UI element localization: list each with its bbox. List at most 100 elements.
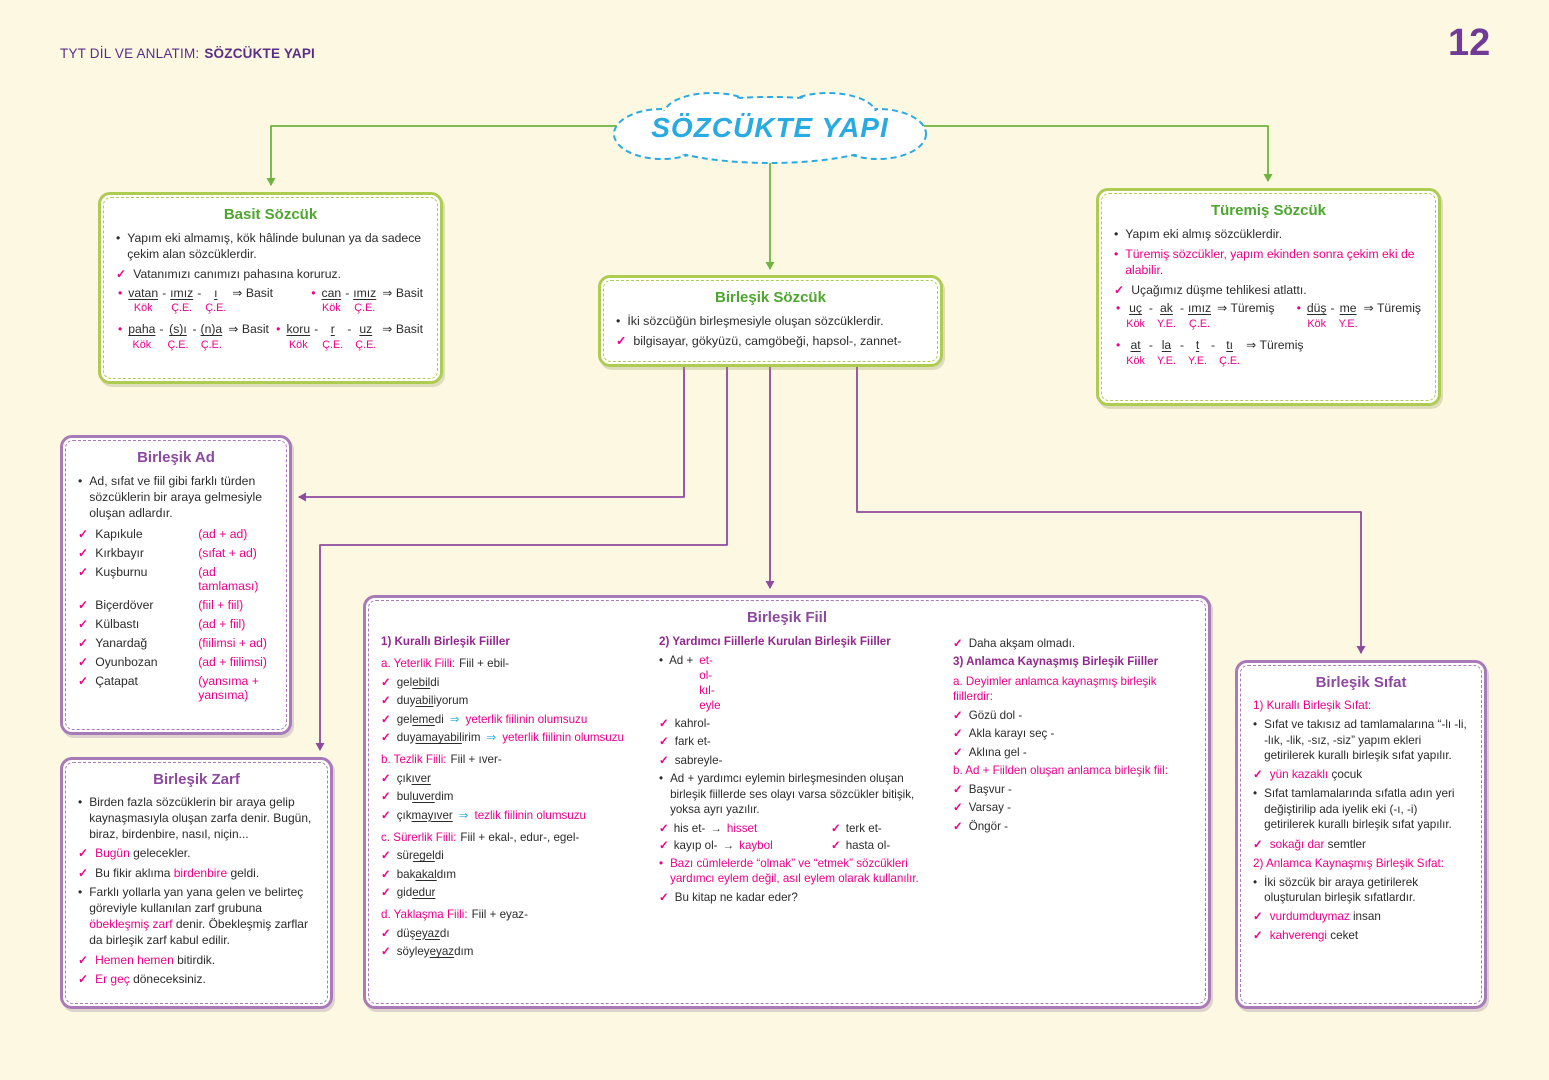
example-sentence: ✓Daha akşam olmadı.	[953, 637, 1076, 651]
segment: ak	[1160, 301, 1173, 316]
edge-cloud-to-basit	[266, 125, 700, 186]
result: Türemiş	[1376, 301, 1421, 316]
dash: -	[345, 285, 350, 300]
formula: Fiil + eyaz-	[471, 908, 528, 922]
check-icon: ✓	[659, 753, 669, 767]
rest: denir. Öbekleşmiş zarflar da birleşik za…	[89, 917, 308, 948]
example-row: ✓ sokağı dar semtler	[1253, 837, 1469, 853]
highlight: birdenbire	[173, 865, 228, 880]
verb-example: ✓çıkmayıver⇒tezlik fiilinin olumsuzu	[381, 808, 586, 822]
note: yeterlik fiilinin olumsuzu	[502, 731, 624, 745]
pre: Farklı yollarla yan yana gelen ve belirt…	[89, 885, 304, 916]
note-row: • Bazı cümlelerde “olmak” ve “etmek” söz…	[659, 856, 941, 887]
definition-text: Birden fazla sözcüklerin bir araya gelip…	[89, 795, 312, 841]
segment: at	[1130, 337, 1141, 352]
verb-example: ✓Öngör -	[953, 819, 1009, 833]
segment: la	[1161, 337, 1172, 352]
check-icon: ✓	[381, 926, 391, 940]
check-icon: ✓	[1253, 768, 1263, 782]
segment: tı	[1226, 337, 1233, 352]
check-icon: ✓	[78, 846, 89, 861]
segment: koru	[286, 322, 311, 337]
item-word: Kırkbayır	[95, 545, 144, 560]
check-icon: ✓	[953, 819, 963, 833]
segment-label: Ç.E.	[355, 338, 377, 351]
check-icon: ✓	[831, 822, 841, 836]
dash: -	[1179, 337, 1185, 352]
highlight: yün kazaklı	[1269, 768, 1329, 782]
bullet-icon: •	[1253, 875, 1258, 889]
check-icon: ✓	[381, 675, 391, 689]
example-sentence-row: ✓ Uçağımız düşme tehlikesi atlattı.	[1114, 282, 1423, 298]
check-icon: ✓	[78, 673, 89, 688]
birlesik-zarf-content: Birleşik Zarf • Birden fazla sözcüklerin…	[65, 762, 328, 1004]
verb-example: ✓fark et-	[659, 735, 711, 749]
pre: Bu fikir aklıma	[95, 865, 174, 880]
highlight: Bugün	[95, 846, 130, 861]
check-icon: ✓	[78, 972, 89, 987]
section-heading: 1) Kurallı Birleşik Fiiller	[381, 635, 510, 648]
check-icon: ✓	[381, 712, 391, 726]
rest: ceket	[1326, 929, 1359, 943]
segment: ı	[214, 285, 218, 300]
result: Basit	[241, 322, 269, 337]
dash: -	[197, 285, 202, 300]
subsection-label: b. Ad + Fiilden oluşan anlamca birleşik …	[953, 764, 1168, 778]
check-icon: ✓	[659, 716, 669, 730]
list-item: ✓Kapıkule(ad + ad)	[78, 527, 274, 541]
bullet-icon: •	[1253, 718, 1258, 732]
verb-example: ✓sabreyle-	[659, 753, 723, 767]
check-icon: ✓	[953, 637, 963, 651]
list-item: ✓Kırkbayır(sıfat + ad)	[78, 546, 274, 560]
check-icon: ✓	[78, 597, 89, 612]
note: yeterlik fiilinin olumsuzu	[465, 712, 588, 726]
dash: -	[347, 322, 352, 337]
double-arrow-icon: ⇒	[486, 731, 497, 745]
box-title: Türemiş Sözcük	[1210, 202, 1327, 219]
turemis-sozcuk-box: Türemiş Sözcük • Yapım eki almış sözcükl…	[1096, 188, 1441, 406]
example-row: ✓ Hemen hemen bitirdik.	[78, 953, 315, 969]
bullet-icon: •	[1116, 301, 1121, 316]
bullet-icon: •	[1116, 337, 1121, 352]
turemis-sozcuk-content: Türemiş Sözcük • Yapım eki almış sözcükl…	[1101, 193, 1436, 401]
dash: -	[159, 322, 164, 337]
double-arrow-icon: ⇒	[382, 322, 393, 337]
basit-sozcuk-content: Basit Sözcük • Yapım eki almamış, kök hâ…	[103, 197, 438, 379]
dash: -	[192, 322, 197, 337]
birlesik-fiil-content: Birleşik Fiil 1) Kurallı Birleşik Fiille…	[368, 600, 1206, 1004]
box-title: Birleşik Zarf	[153, 771, 240, 788]
segment: r	[330, 322, 335, 337]
check-icon: ✓	[659, 735, 669, 749]
note-row: • Farklı yollarla yan yana gelen ve beli…	[78, 885, 315, 949]
item-type: (fiilimsi + ad)	[198, 635, 267, 650]
definition-text: İki sözcük bir araya getirilerek oluştur…	[1264, 875, 1419, 905]
subsection-label: a. Deyimler anlamca kaynaşmış birleşik f…	[953, 675, 1157, 704]
segment-label: Kök	[1126, 318, 1145, 331]
definition-row: • Sıfat tamlamalarında sıfatla adın yeri…	[1253, 786, 1469, 833]
note-row: • Ad + yardımcı eylemin birleşmesinden o…	[659, 771, 941, 817]
edge-birlesik-to-zarf	[315, 367, 728, 751]
example-row: ✓ yün kazaklı çocuk	[1253, 767, 1469, 783]
result: Türemiş	[1230, 301, 1275, 316]
birlesik-sozcuk-box: Birleşik Sözcük • İki sözcüğün birleşmes…	[598, 275, 943, 367]
subsection-label: b. Tezlik Fiili: Fiil + ıver-	[381, 752, 647, 767]
segment-label: Ç.E.	[205, 302, 227, 315]
segment-label: Ç.E.	[171, 302, 193, 315]
birlesik-fiil-box: Birleşik Fiil 1) Kurallı Birleşik Fiille…	[363, 595, 1211, 1009]
dash: -	[1330, 301, 1335, 316]
result: Basit	[395, 285, 423, 300]
segment-label: Kök	[322, 302, 341, 315]
check-icon: ✓	[381, 771, 391, 785]
check-icon: ✓	[381, 945, 391, 959]
box-title: Birleşik Sıfat	[1315, 674, 1407, 691]
check-icon: ✓	[1253, 837, 1263, 851]
label: b. Tezlik Fiili:	[381, 753, 447, 767]
fiil-col-2: 2) Yardımcı Fiillerle Kurulan Birleşik F…	[659, 633, 941, 909]
bullet-icon: •	[78, 474, 83, 488]
dash: -	[1148, 337, 1153, 352]
list-item: ✓Çatapat(yansıma + yansıma)	[78, 674, 274, 702]
